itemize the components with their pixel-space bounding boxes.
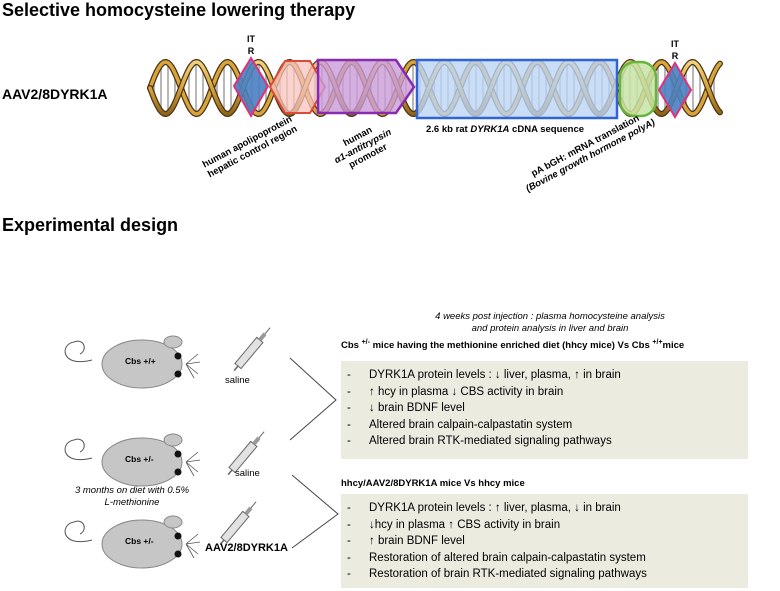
syringe-icon (233, 327, 271, 372)
result-item: -Altered brain calpain-calpastatin syste… (347, 418, 573, 431)
treatment-1: saline (225, 375, 250, 386)
mouse-label-1: Cbs +/+ (125, 356, 156, 366)
mouse-label-3: Cbs +/- (125, 536, 154, 546)
result-item: -Restoration of altered brain calpain-ca… (347, 551, 646, 564)
itr-right-shape (657, 61, 693, 119)
vector-construct-diagram (147, 56, 723, 120)
syringe-icon (219, 501, 257, 546)
comparison-bracket-1 (289, 357, 337, 441)
comparison-1-title: Cbs +/- mice having the methionine enric… (341, 339, 685, 352)
result-item: -Altered brain RTK-mediated signaling pa… (347, 435, 612, 447)
comparison-bracket-2 (291, 474, 339, 549)
result-item: -↓ brain BDNF level (347, 402, 465, 414)
result-item: -↑ brain BDNF level (347, 535, 465, 547)
syringe-icon (227, 431, 265, 476)
treatment-2: saline (235, 468, 260, 479)
itr-left-shape (232, 56, 270, 119)
result-item: -↓hcy in plasma ↑ CBS activity in brain (347, 518, 561, 531)
result-item: -Restoration of brain RTK-mediated signa… (347, 568, 647, 580)
comparison-2-title: hhcy/AAV2/8DYRK1A mice Vs hhcy mice (341, 478, 525, 489)
hcr-region-shape (268, 60, 327, 114)
comparison-2-results: -DYRK1A protein levels : ↑ liver, plasma… (341, 494, 748, 588)
promoter-shape (316, 58, 416, 115)
analysis-header: 4 weeks post injection : plasma homocyst… (435, 311, 665, 334)
cdna-sequence-shape (415, 58, 619, 120)
comparison-1-results: -DYRK1A protein levels : ↓ liver, plasma… (341, 361, 748, 459)
cdna-label: 2.6 kb rat DYRK1A cDNA sequence (426, 124, 585, 135)
result-item: -DYRK1A protein levels : ↑ liver, plasma… (347, 502, 621, 514)
mouse-cbs-het-saline (64, 433, 201, 487)
diet-note: 3 months on diet with 0.5% L-methionine (74, 485, 190, 508)
polya-shape (618, 60, 658, 118)
result-item: -DYRK1A protein levels : ↓ liver, plasma… (347, 369, 621, 381)
treatment-3: AAV2/8DYRK1A (205, 542, 288, 554)
result-item: -↑ hcy in plasma ↓ CBS activity in brain (347, 385, 564, 398)
mice-illustration (64, 327, 339, 569)
title-experimental-design: Experimental design (2, 215, 179, 235)
mouse-label-2: Cbs +/- (125, 454, 154, 464)
title-homocysteine-therapy: Selective homocysteine lowering therapy (2, 0, 356, 20)
mouse-cbs-het-aav (64, 515, 201, 569)
mouse-cbs-wt (64, 335, 201, 389)
vector-name: AAV2/8DYRK1A (2, 86, 108, 102)
